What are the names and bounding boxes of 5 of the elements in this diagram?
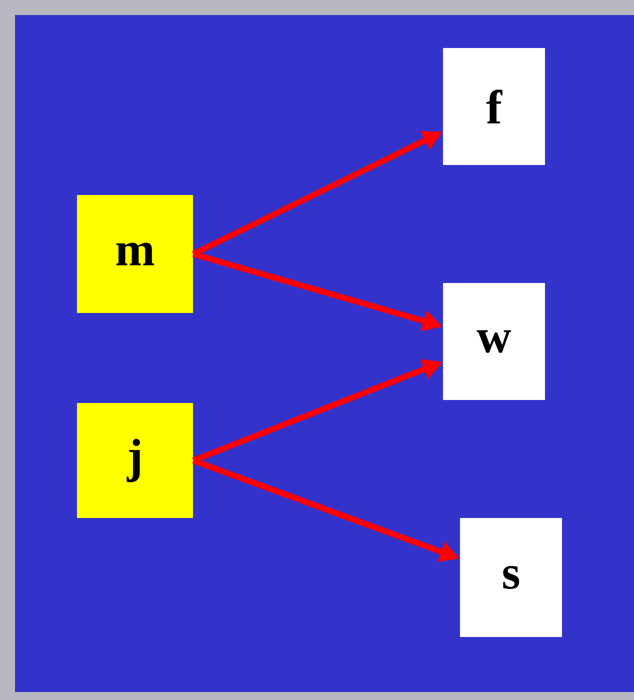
- label-box: f: [443, 48, 545, 165]
- label-box: j: [77, 403, 193, 518]
- label-box: m: [77, 195, 193, 313]
- label-box: w: [443, 283, 545, 400]
- label-box: s: [460, 518, 562, 637]
